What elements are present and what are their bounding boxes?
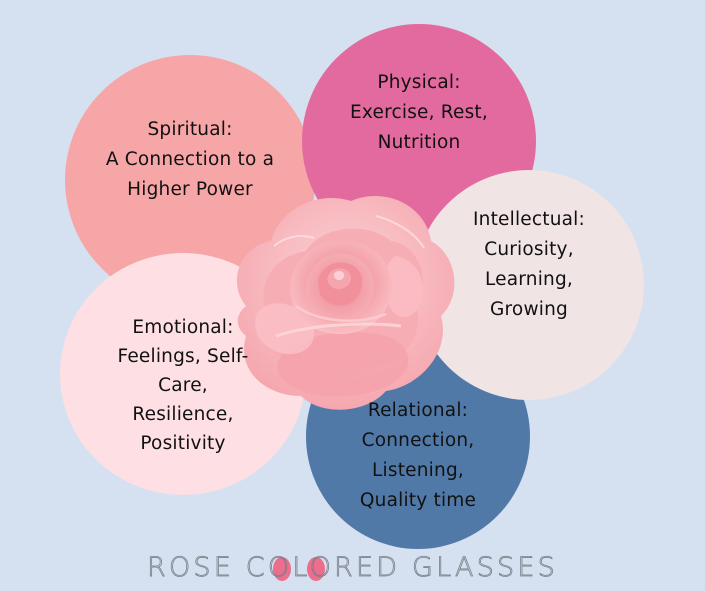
intellectual-line: Curiosity, [484, 239, 574, 260]
relational-line: Connection, [361, 430, 475, 451]
intellectual-title: Intellectual: [473, 209, 585, 230]
emotional-label: Emotional: Feelings, Self- Care, Resilie… [60, 313, 306, 458]
emotional-line: Care, [158, 375, 208, 396]
brand-text: ROSE COLORED GLASSES [147, 552, 558, 584]
spiritual-label: Spiritual: A Connection to a Higher Powe… [65, 115, 315, 205]
relational-title: Relational: [367, 400, 469, 421]
relational-line: Quality time [359, 490, 477, 511]
rose-image [236, 195, 455, 410]
physical-title: Physical: [377, 72, 461, 93]
relational-line: Listening, [372, 460, 464, 481]
intellectual-line: Growing [490, 299, 568, 320]
spiritual-line: Higher Power [127, 179, 253, 200]
spiritual-line: A Connection to a [105, 149, 275, 170]
spiritual-title: Spiritual: [147, 119, 233, 140]
intellectual-label: Intellectual: Curiosity, Learning, Growi… [414, 205, 644, 325]
emotional-title: Emotional: [132, 317, 234, 338]
intellectual-line: Learning, [485, 269, 573, 290]
physical-line: Exercise, Rest, [350, 102, 488, 123]
brand-wordmark: ROSE COLORED GLASSES [147, 550, 558, 586]
footer: ROSE COLORED GLASSES [0, 550, 705, 586]
physical-label: Physical: Exercise, Rest, Nutrition [302, 68, 536, 158]
emotional-line: Feelings, Self- [117, 346, 249, 367]
relational-label: Relational: Connection, Listening, Quali… [306, 396, 530, 516]
emotional-line: Resilience, [132, 404, 234, 425]
physical-line: Nutrition [377, 132, 461, 153]
emotional-line: Positivity [140, 433, 226, 454]
